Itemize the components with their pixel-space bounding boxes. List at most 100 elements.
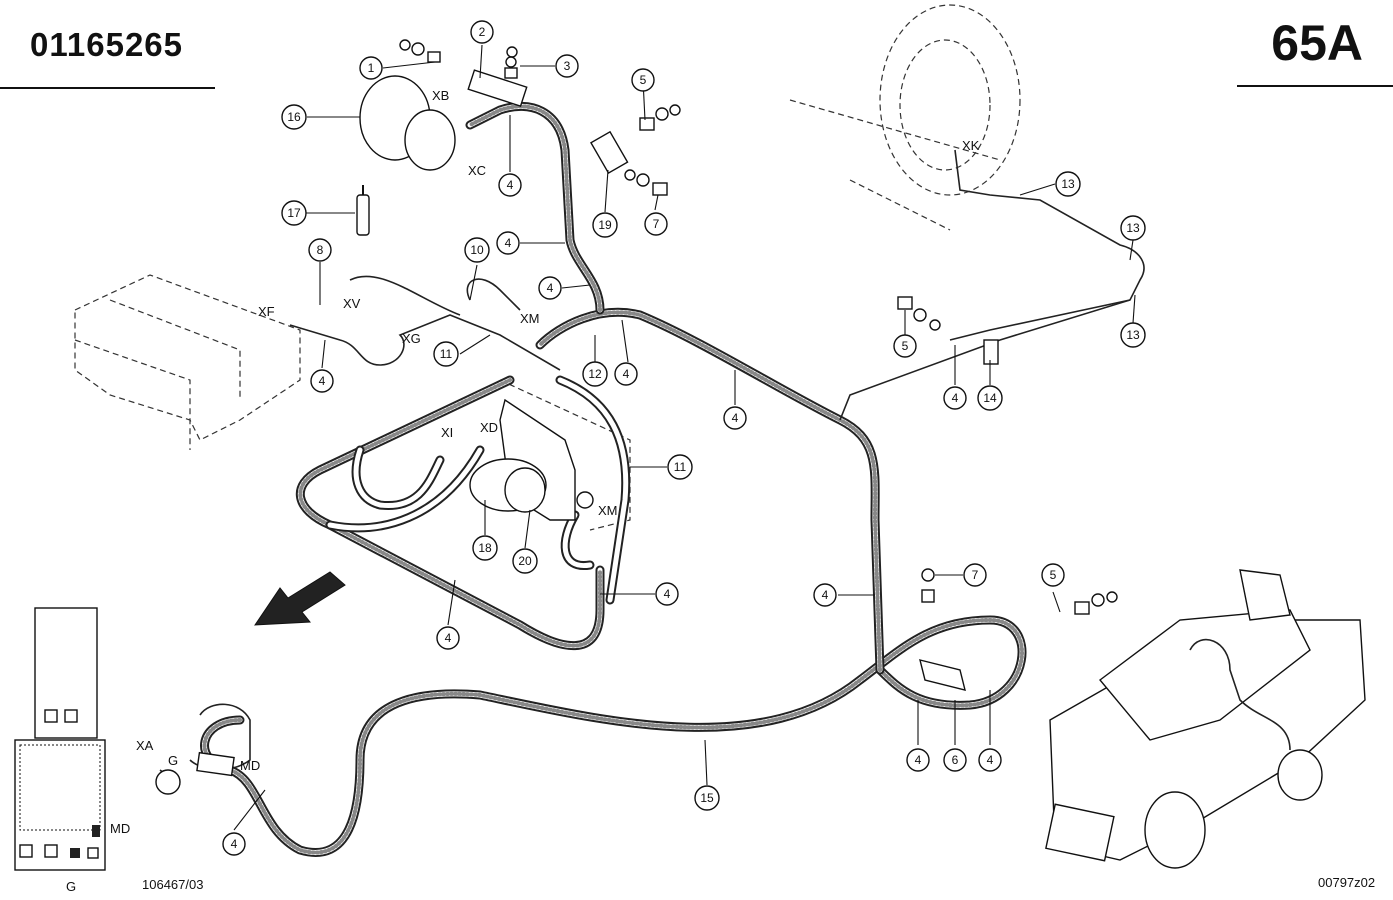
svg-text:13: 13	[1126, 328, 1140, 342]
svg-text:17: 17	[287, 206, 301, 220]
connector-xk-label: XK	[962, 138, 980, 153]
center-loop-harness	[295, 375, 631, 651]
callout-3: 3	[555, 54, 579, 78]
callout-13: 13	[1055, 171, 1081, 197]
callout-4: 4	[723, 406, 747, 430]
right-harness	[535, 307, 885, 675]
callout-4: 4	[310, 369, 334, 393]
callout-5: 5	[631, 68, 655, 92]
connector-xa-label: XA	[136, 738, 154, 753]
callout-5: 5	[1041, 563, 1065, 587]
svg-text:5: 5	[1050, 568, 1057, 582]
svg-text:4: 4	[319, 374, 326, 388]
svg-text:4: 4	[915, 753, 922, 767]
callout-11: 11	[433, 341, 459, 367]
svg-text:4: 4	[987, 753, 994, 767]
callout-7: 7	[644, 212, 668, 236]
svg-text:5: 5	[902, 339, 909, 353]
callout-2: 2	[470, 20, 494, 44]
connector-xv-label: XV	[343, 296, 361, 311]
callout-4: 4	[655, 582, 679, 606]
svg-text:1: 1	[368, 61, 375, 75]
svg-text:18: 18	[478, 541, 492, 555]
callout-4: 4	[498, 173, 522, 197]
svg-text:4: 4	[952, 391, 959, 405]
figure-reference-left: 106467/03	[142, 877, 204, 892]
connector-labels: XB XC XK XF XV XG XM XI XD XM XA G MD MD…	[66, 88, 980, 894]
callout-4: 4	[614, 362, 638, 386]
chassis-outline-left	[74, 274, 301, 450]
connector-xm-mid-label: XM	[598, 503, 618, 518]
leader-lines	[233, 44, 1136, 831]
callout-15: 15	[694, 785, 720, 811]
svg-text:19: 19	[598, 218, 612, 232]
svg-text:4: 4	[547, 281, 554, 295]
svg-text:11: 11	[440, 347, 453, 361]
callout-4: 4	[813, 583, 837, 607]
callout-6: 6	[943, 748, 967, 772]
figure-reference-right: 00797z02	[1318, 875, 1376, 890]
connector-xd-label: XD	[480, 420, 498, 435]
bracket-19	[590, 130, 629, 175]
svg-text:13: 13	[1061, 177, 1075, 191]
panel-g-label: G	[66, 879, 76, 894]
combine-harvester-illustration	[1045, 569, 1366, 869]
fuse-panel-inset	[14, 607, 106, 871]
main-harness	[200, 615, 1027, 857]
callout-10: 10	[464, 237, 490, 263]
callout-1: 1	[359, 56, 383, 80]
svg-text:16: 16	[287, 110, 301, 124]
svg-text:4: 4	[505, 236, 512, 250]
page-code: 65A	[1271, 15, 1363, 71]
connector-md-label: MD	[240, 758, 260, 773]
relay-module-18-20	[469, 398, 594, 521]
svg-text:4: 4	[664, 587, 671, 601]
connector-xi-label: XI	[441, 425, 453, 440]
svg-text:2: 2	[479, 25, 486, 39]
bracket-6	[919, 659, 966, 691]
callout-14: 14	[977, 385, 1003, 411]
svg-text:6: 6	[952, 753, 959, 767]
bracket-14	[983, 339, 999, 365]
callout-4: 4	[436, 626, 460, 650]
svg-text:4: 4	[732, 411, 739, 425]
callout-5: 5	[893, 334, 917, 358]
document-number: 01165265	[30, 26, 184, 63]
callout-4: 4	[496, 231, 520, 255]
callout-16: 16	[281, 104, 307, 130]
header-frame	[0, 85, 1393, 89]
connector-xg-label: XG	[402, 331, 421, 346]
svg-text:4: 4	[231, 837, 238, 851]
svg-text:14: 14	[983, 391, 997, 405]
callout-4: 4	[906, 748, 930, 772]
svg-text:15: 15	[700, 791, 714, 805]
wheel-outline-top-right	[789, 4, 1021, 231]
upper-harness	[465, 101, 605, 315]
callout-19: 19	[592, 212, 618, 238]
callout-8: 8	[308, 238, 332, 262]
connector-xc-label: XC	[468, 163, 486, 178]
connector-xb-label: XB	[432, 88, 449, 103]
callout-12: 12	[582, 361, 608, 387]
connector-g-label: G	[168, 753, 178, 768]
connector-xm-top-label: XM	[520, 311, 540, 326]
svg-text:11: 11	[674, 460, 687, 474]
svg-text:5: 5	[640, 73, 647, 87]
svg-text:12: 12	[588, 367, 602, 381]
svg-text:4: 4	[507, 178, 514, 192]
svg-text:13: 13	[1126, 221, 1140, 235]
svg-text:4: 4	[623, 367, 630, 381]
svg-text:4: 4	[445, 631, 452, 645]
callout-13: 13	[1120, 322, 1146, 348]
sensor-17	[356, 185, 370, 236]
callout-20: 20	[512, 548, 538, 574]
callout-17: 17	[281, 200, 307, 226]
callout-18: 18	[472, 535, 498, 561]
svg-text:8: 8	[317, 243, 324, 257]
fasteners	[399, 39, 1118, 615]
svg-text:7: 7	[972, 568, 979, 582]
connector-xf-label: XF	[258, 304, 275, 319]
buzzer-component-16	[359, 69, 528, 171]
svg-text:7: 7	[653, 217, 660, 231]
